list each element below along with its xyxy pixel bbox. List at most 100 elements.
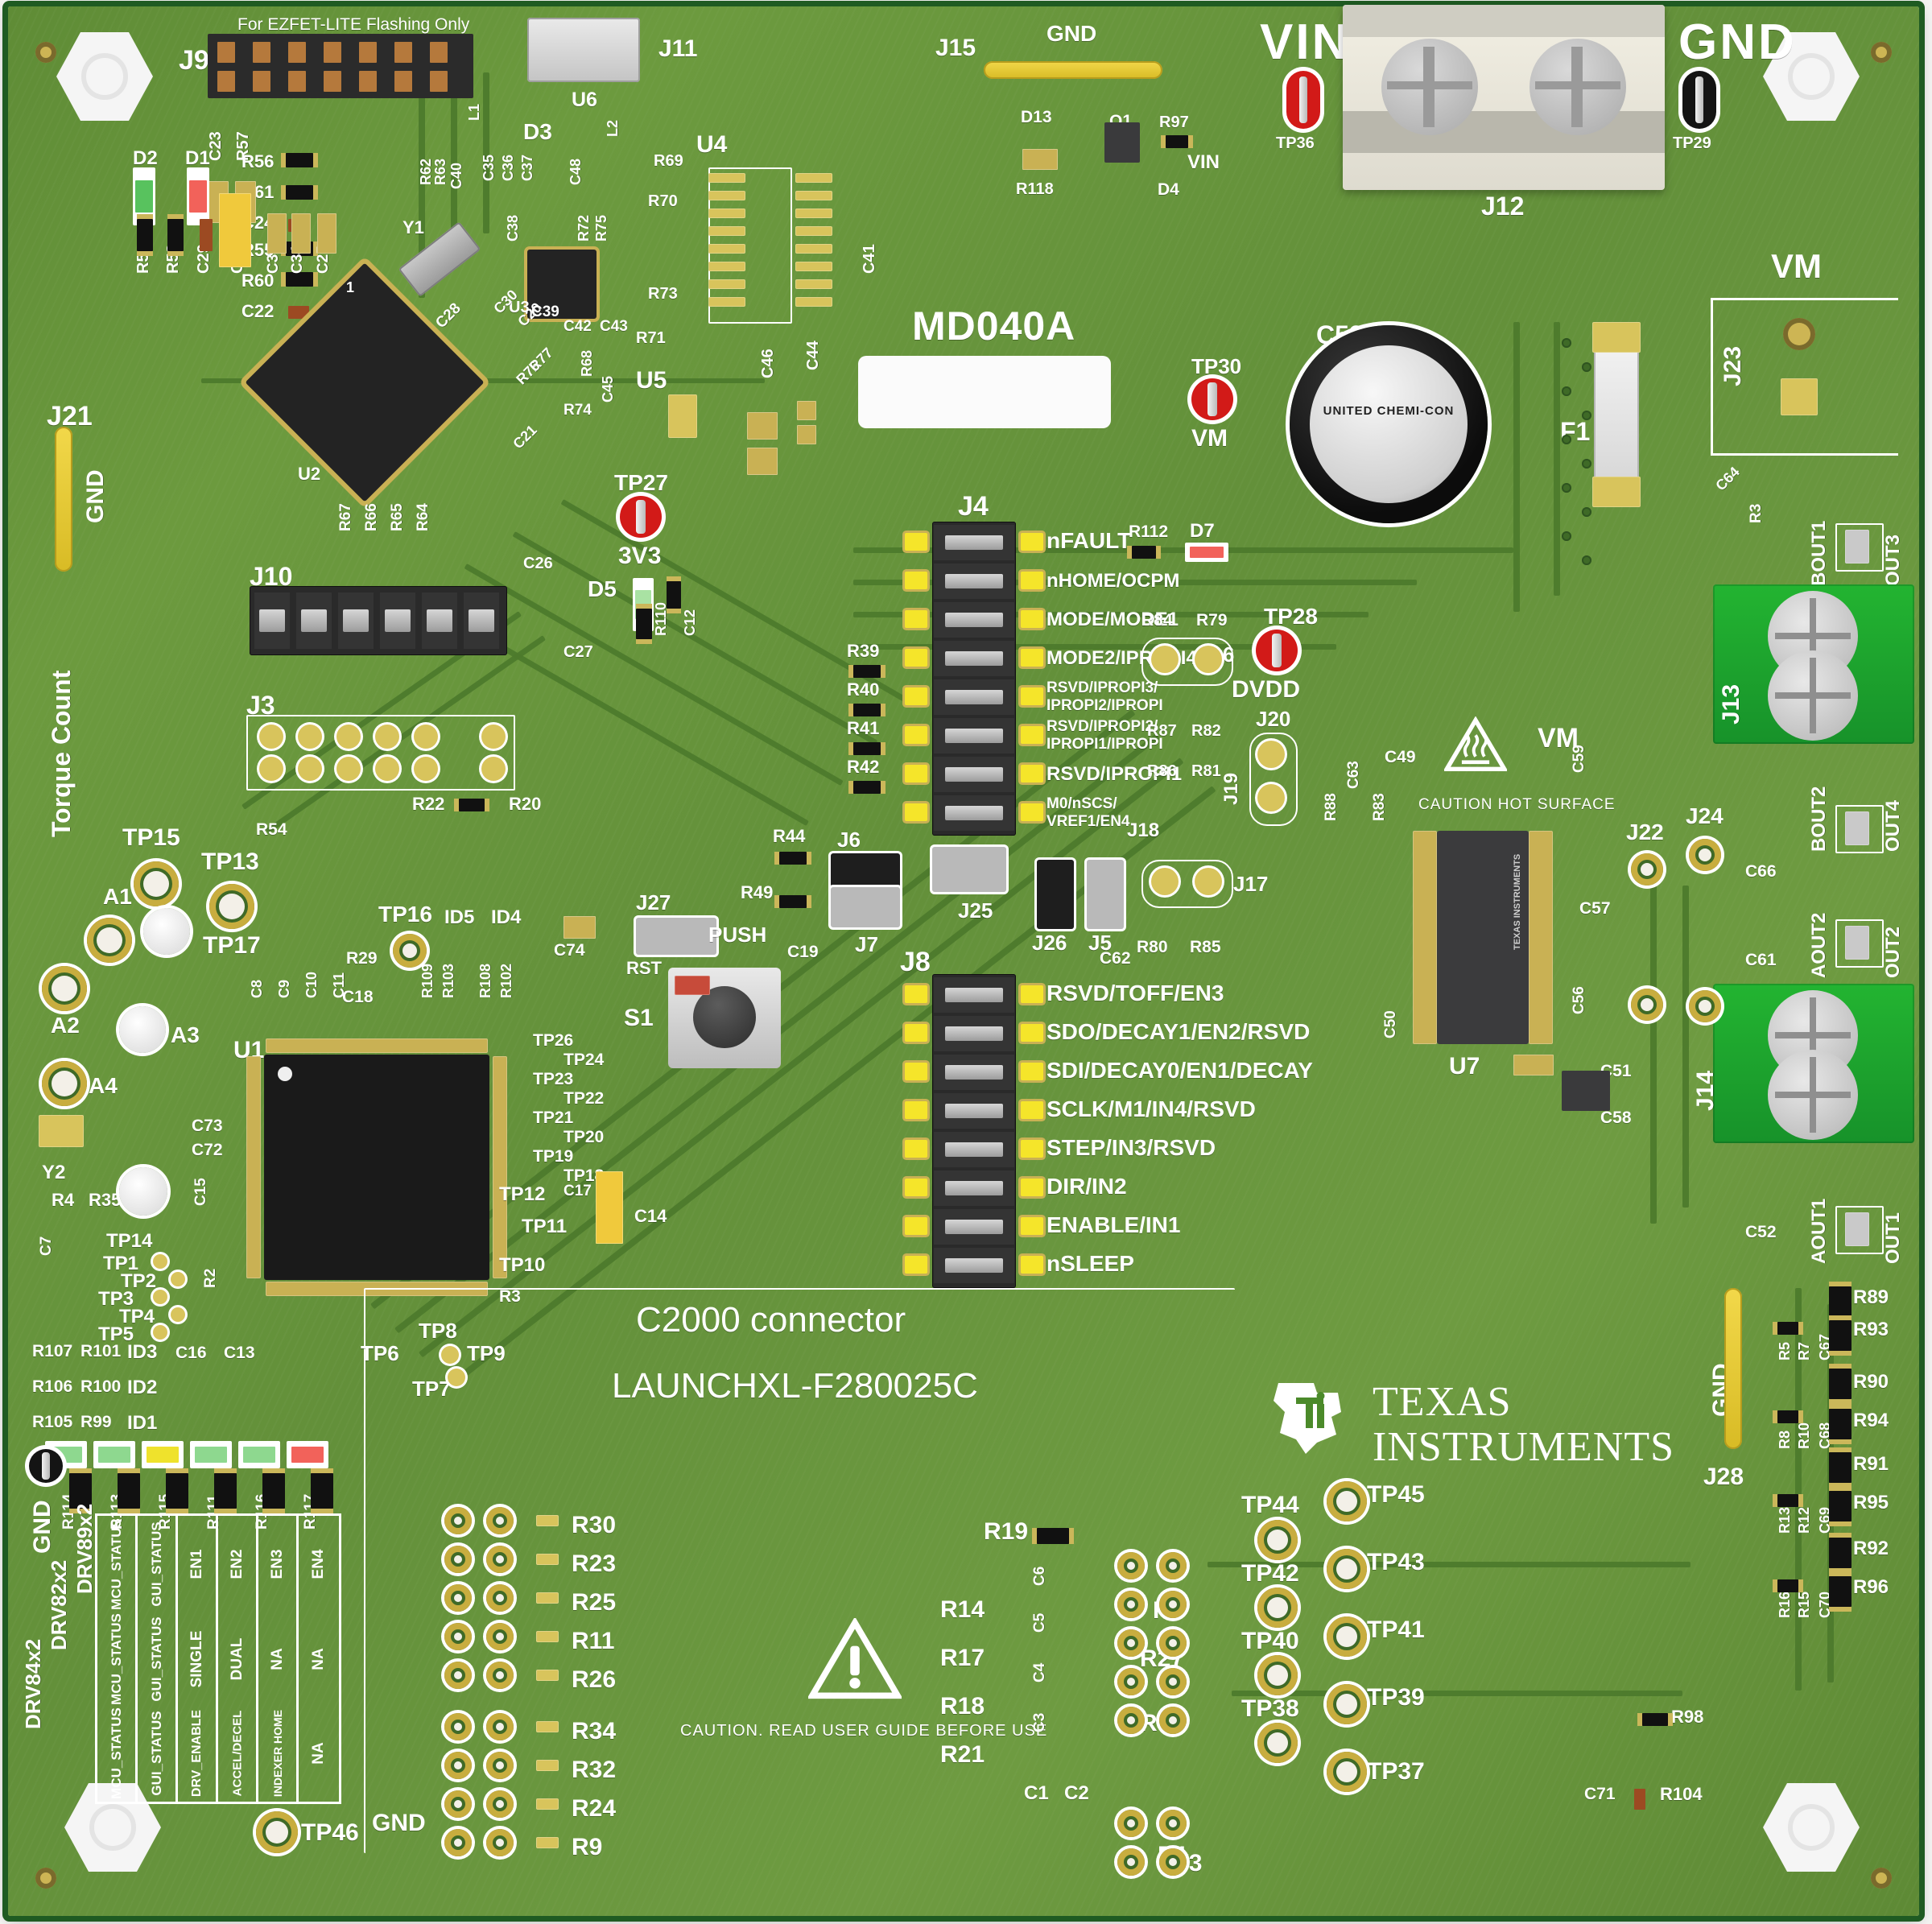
test-point-a1[interactable]: [87, 918, 132, 963]
pad-j24-2[interactable]: [1689, 990, 1721, 1022]
resistor-label-r67: R67: [337, 503, 354, 531]
pad-j20-2[interactable]: [1257, 784, 1285, 811]
resistor-label-r65: R65: [389, 503, 406, 531]
test-point-tp41[interactable]: [1327, 1616, 1367, 1657]
test-point-tp3[interactable]: [153, 1290, 167, 1304]
pad-j23-2[interactable]: [1781, 378, 1818, 415]
test-point-tp38[interactable]: [1257, 1723, 1298, 1763]
outline-j16: [1141, 638, 1233, 686]
dip-switch-j10[interactable]: [250, 586, 507, 655]
output-label-out1: OUT1: [1882, 1212, 1904, 1264]
pad-j22-1[interactable]: [1631, 853, 1663, 886]
pad-out4[interactable]: [1845, 811, 1869, 845]
test-point-tp8[interactable]: [441, 1346, 459, 1364]
cell-3-0: EN2: [228, 1549, 246, 1579]
test-point-label-tp29: TP29: [1673, 134, 1711, 152]
pad-j16-2[interactable]: [1195, 646, 1222, 673]
cell-2-0: EN1: [188, 1549, 205, 1579]
jumper-j7[interactable]: [831, 887, 900, 927]
inductor-label-l1: L1: [466, 103, 482, 121]
cell-1-1: GUI_STATUS: [148, 1616, 164, 1702]
ic-label-u4: U4: [696, 131, 728, 158]
pad-out2[interactable]: [1845, 926, 1869, 960]
pad-out1[interactable]: [1845, 1212, 1869, 1246]
test-point-tp39[interactable]: [1327, 1684, 1367, 1724]
vin-label: VIN: [1260, 14, 1351, 70]
test-point-a3[interactable]: [119, 1006, 166, 1053]
cap-label-c27: C27: [564, 643, 593, 661]
cap-label-c6: C6: [1031, 1566, 1048, 1586]
test-point-label-tp7: TP7: [412, 1377, 451, 1401]
ic-u1: [264, 1055, 489, 1280]
resistor-label-r103: R103: [440, 963, 456, 998]
test-point-label-tp15: TP15: [122, 824, 180, 851]
jumper-j25[interactable]: [932, 847, 1006, 892]
terminal-block-j12[interactable]: [1343, 5, 1665, 190]
cap-label-c43: C43: [600, 318, 628, 335]
test-point-tp46[interactable]: [256, 1811, 298, 1853]
test-point-label-tp37: TP37: [1367, 1758, 1425, 1785]
test-point-tp45[interactable]: [1327, 1481, 1367, 1521]
output-label-bout2: BOUT2: [1808, 786, 1830, 852]
pad-j20-1[interactable]: [1257, 741, 1285, 768]
pad-j22-2[interactable]: [1631, 989, 1663, 1021]
test-point-tp27[interactable]: [620, 496, 662, 538]
gnd-test-bar-j21[interactable]: [55, 427, 72, 572]
connector-label-j21: J21: [47, 401, 93, 431]
flash-note-label: For EZFET-LITE Flashing Only: [237, 15, 470, 34]
diode-label-d5: D5: [588, 576, 617, 601]
jumper-j5[interactable]: [1087, 860, 1124, 929]
j8-signal-6: ENABLE/IN1: [1046, 1212, 1181, 1237]
test-point-tp30[interactable]: [1191, 378, 1233, 420]
jumper-j27[interactable]: [636, 918, 716, 955]
terminal-block-j13[interactable]: [1713, 584, 1914, 744]
push-button-s1[interactable]: [668, 968, 781, 1068]
connector-label-j7: J7: [855, 932, 878, 956]
resistor-label-r41: R41: [847, 718, 880, 738]
test-point-tp28[interactable]: [1256, 630, 1298, 671]
test-point-tp42[interactable]: [1257, 1588, 1298, 1628]
test-point-tp4[interactable]: [171, 1307, 185, 1322]
test-point-label-tp20: TP20: [564, 1128, 605, 1146]
resistor-label-r16: R16: [1777, 1591, 1793, 1618]
gnd-test-bar-j28[interactable]: [1724, 1288, 1742, 1449]
ic-u7: [1437, 831, 1529, 1044]
test-point-tp44[interactable]: [1257, 1520, 1298, 1560]
test-point-tp36[interactable]: [1286, 71, 1320, 129]
jumper-j26[interactable]: [1037, 860, 1074, 929]
test-point-tp5[interactable]: [153, 1325, 167, 1340]
connector-j9[interactable]: [208, 34, 473, 98]
test-point-label-tp3: TP3: [98, 1288, 134, 1310]
cell-2-1: SINGLE: [188, 1630, 205, 1687]
test-point-tp9[interactable]: [448, 1369, 465, 1386]
gnd-test-bar-j15[interactable]: [984, 61, 1162, 79]
resistor-label-r68: R68: [579, 349, 595, 377]
pad-j17-2[interactable]: [1195, 868, 1222, 895]
resistor-label-r118: R118: [1016, 180, 1054, 198]
pad-j24-1[interactable]: [1689, 839, 1721, 871]
cap-label-c8: C8: [249, 979, 265, 998]
test-point-tp1[interactable]: [153, 1254, 167, 1269]
test-point-tp14[interactable]: [119, 1167, 167, 1216]
test-point-tp13[interactable]: [209, 884, 254, 929]
table-col-1: GUI_STATUS GUI_STATUS GUI_STATUS: [138, 1516, 178, 1802]
gnd-test-point-bottom-left[interactable]: [29, 1449, 63, 1483]
cap-label-c58: C58: [1600, 1109, 1632, 1127]
jumper-j6[interactable]: [831, 853, 900, 890]
test-point-tp29[interactable]: [1682, 71, 1716, 129]
pad-out3[interactable]: [1845, 530, 1869, 564]
terminal-block-j14[interactable]: [1713, 984, 1914, 1143]
test-point-a2[interactable]: [42, 966, 87, 1011]
test-point-tp40[interactable]: [1257, 1655, 1298, 1695]
pad-j23-1[interactable]: [1783, 318, 1815, 350]
usb-connector-j11[interactable]: [527, 18, 640, 82]
test-point-a4[interactable]: [42, 1061, 87, 1106]
test-point-tp16[interactable]: [393, 934, 427, 968]
pad-j17-1[interactable]: [1151, 868, 1179, 895]
pad-j16-1[interactable]: [1151, 646, 1179, 673]
test-point-tp43[interactable]: [1327, 1549, 1367, 1589]
test-point-tp37[interactable]: [1327, 1752, 1367, 1792]
test-point-tp17[interactable]: [143, 908, 190, 955]
test-point-tp15[interactable]: [134, 861, 179, 906]
test-point-tp2[interactable]: [171, 1272, 185, 1286]
